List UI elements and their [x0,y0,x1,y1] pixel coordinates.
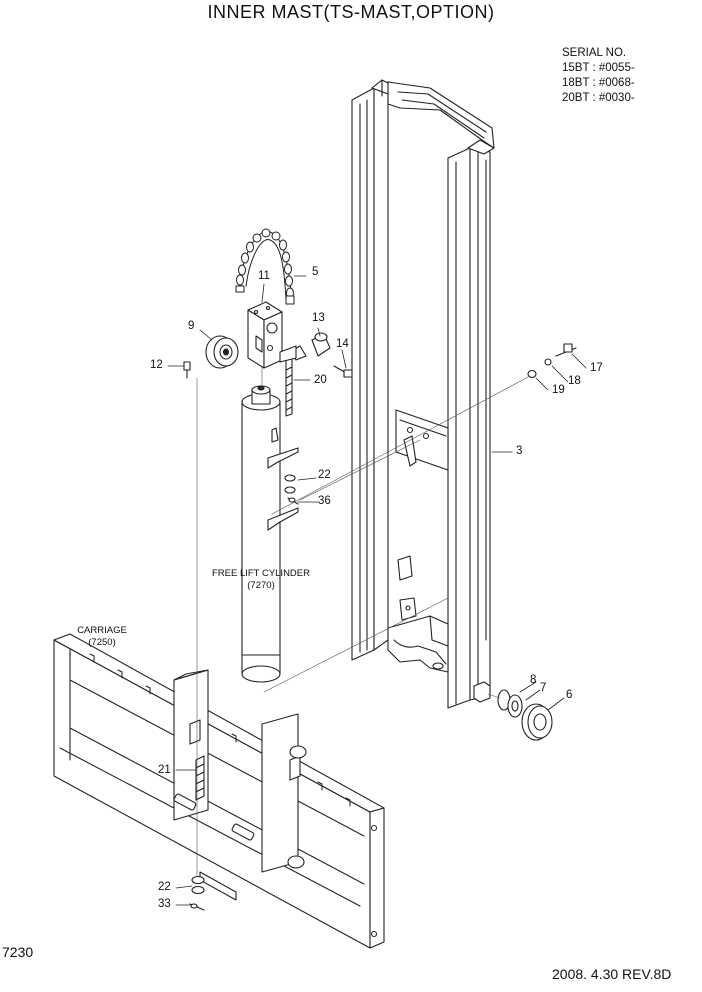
callout-33: 33 [158,898,171,910]
nut-22-lower [191,875,205,895]
callout-12: 12 [150,359,163,371]
callout-9: 9 [188,320,195,332]
callout-17: 17 [590,362,603,374]
chain-anchor-bolt-20 [279,345,297,417]
callout-7: 7 [540,682,547,694]
free-lift-cylinder [241,385,299,683]
rollers-6-7-8 [497,689,553,741]
page-title: INNER MAST(TS-MAST,OPTION) [207,2,495,22]
serial-line-15bt: 15BT : #0055- [562,62,635,74]
callout-5: 5 [312,266,319,278]
bolt-17 [555,343,577,357]
callout-8: 8 [530,674,537,686]
carriage-frame [53,633,385,949]
lift-chain [235,228,295,305]
leader-lines [167,275,587,906]
sheave-wheel [205,335,239,369]
pin-36 [287,497,299,505]
callout-14: 14 [336,338,349,350]
serial-heading: SERIAL NO. [562,47,627,59]
callout-18: 18 [568,375,581,387]
carriage-ref: (7250) [88,637,116,648]
free-lift-cylinder-ref: (7270) [247,580,275,591]
washer-22-upper [284,474,296,494]
callout-20: 20 [314,374,327,386]
anchor-bolt-21 [195,755,205,801]
callout-11: 11 [258,270,270,282]
callout-13: 13 [312,312,325,324]
callout-22-upper: 22 [318,469,331,481]
page-code: 7230 [2,944,34,960]
small-bolt-12 [183,361,191,379]
inner-mast-frame [351,79,495,709]
sheave-bracket [247,301,283,369]
assembly-phantom-lines [196,365,531,877]
washer-18 [544,358,552,366]
callout-19: 19 [552,384,565,396]
callout-22-lower: 22 [158,881,171,893]
callout-6: 6 [566,689,573,701]
serial-line-20bt: 20BT : #0030- [562,92,635,104]
serial-line-18bt: 18BT : #0068- [562,77,635,89]
free-lift-cylinder-label: FREE LIFT CYLINDER [211,568,310,579]
carriage-label: CARRIAGE [77,625,127,636]
callout-21: 21 [158,764,171,776]
cotter-pin-33 [189,903,205,911]
callout-3: 3 [516,445,523,457]
callout-36: 36 [318,495,331,507]
nut-14 [333,365,353,378]
revision-date: 2008. 4.30 REV.8D [552,966,672,982]
